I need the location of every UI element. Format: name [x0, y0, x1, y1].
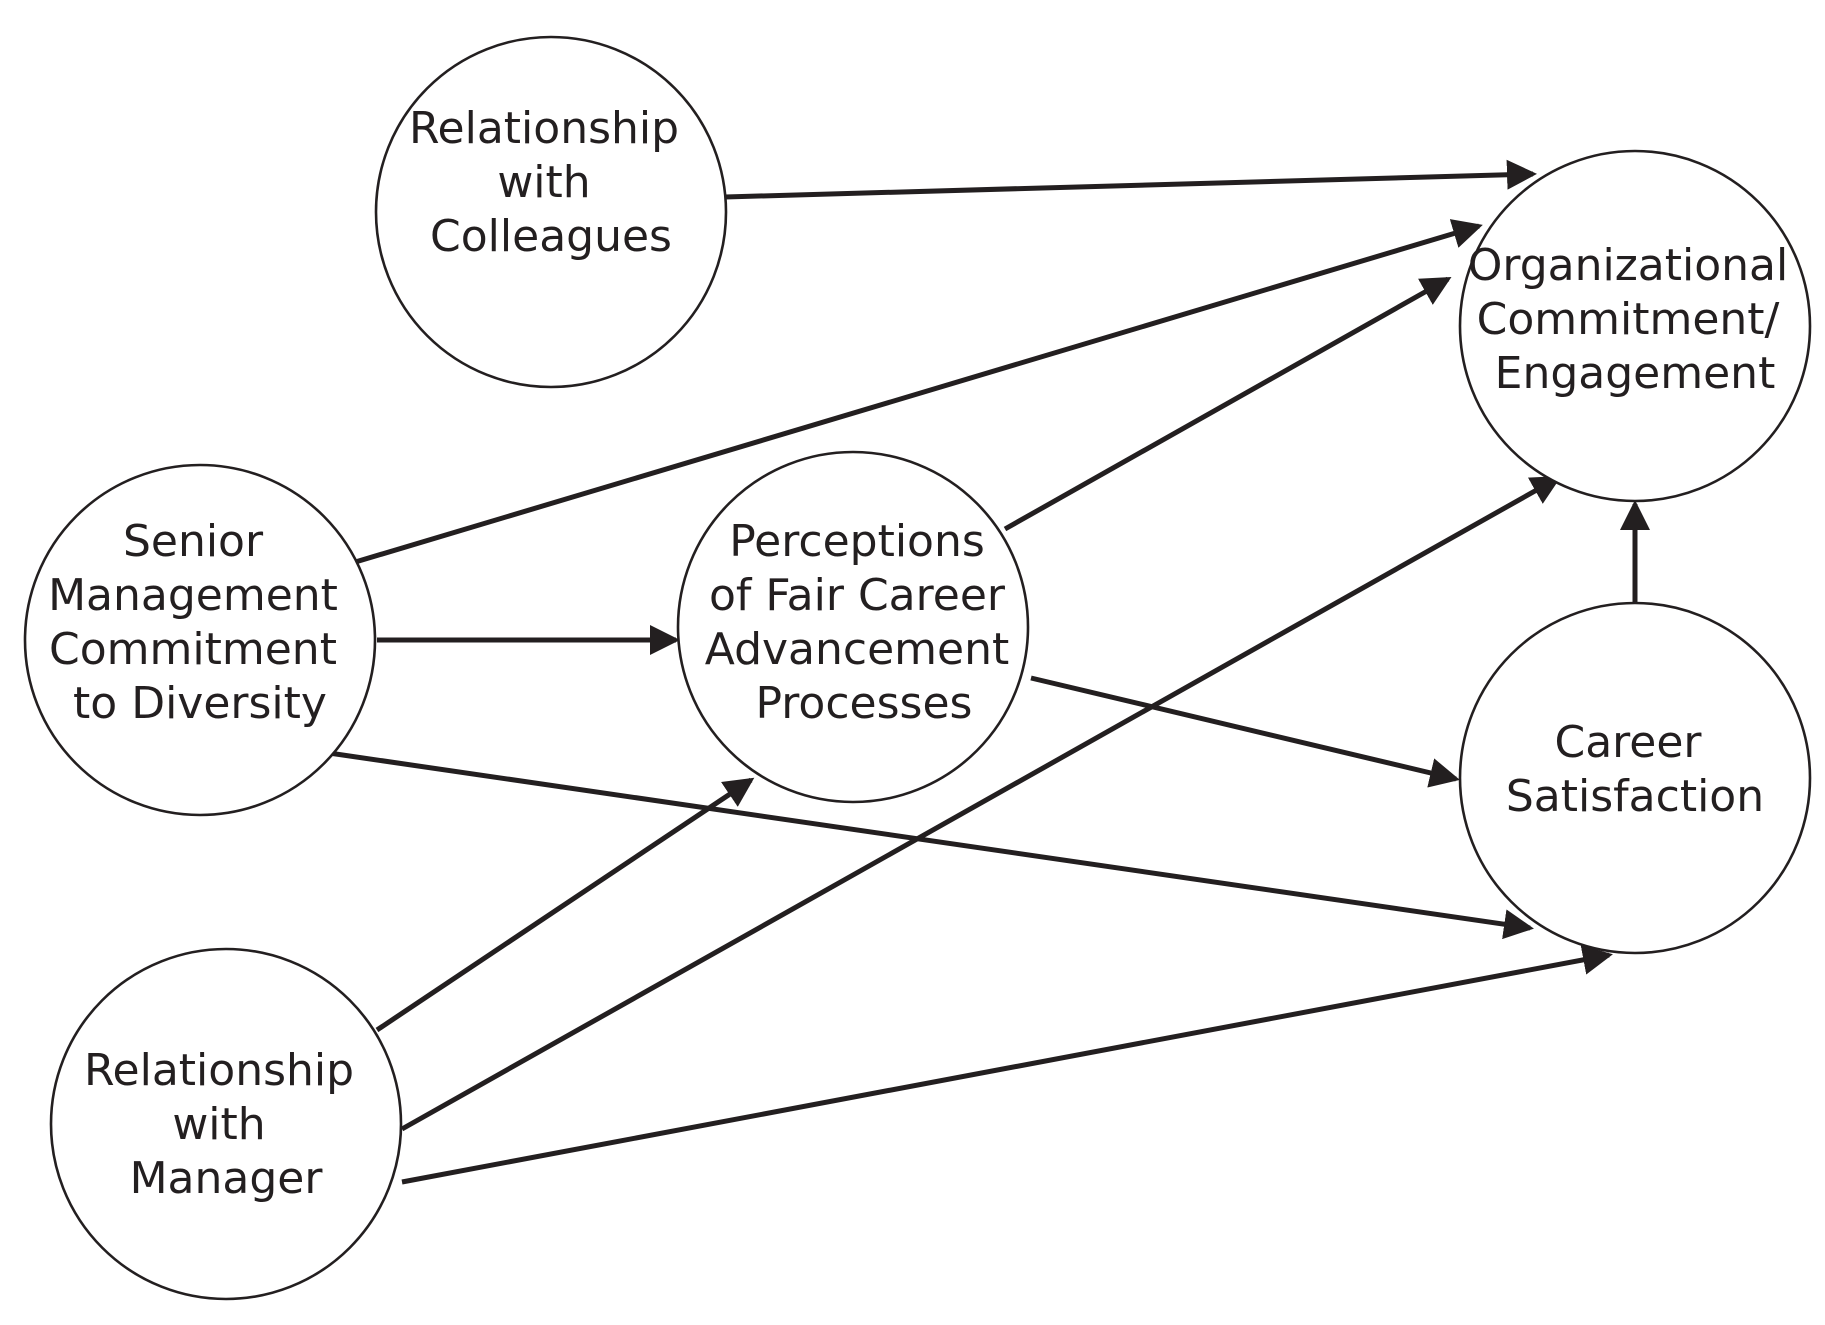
- node-label-line: of Fair Career: [709, 570, 1006, 621]
- node-organizational-commitment: Organizational Commitment/ Engagement: [1458, 149, 1812, 503]
- edge-manager-to-perceptions: [375, 777, 755, 1033]
- node-circle: [49, 947, 403, 1301]
- edge-perceptions-to-org-commitment: [1003, 276, 1452, 532]
- edge-senior-mgmt-to-org-commitment: [351, 219, 1483, 566]
- edge-manager-to-career-satisfaction: [401, 945, 1613, 1185]
- node-label-line: Advancement: [705, 624, 1009, 675]
- node-perceptions-fair-career: Perceptions of Fair Career Advancement P…: [676, 450, 1030, 804]
- node-label-line: Organizational: [1468, 240, 1788, 291]
- node-label: Organizational Commitment/ Engagement: [1468, 240, 1802, 399]
- node-label-line: Relationship: [84, 1045, 354, 1096]
- node-relationship-with-colleagues: Relationship with Colleagues: [374, 35, 728, 389]
- node-label: Senior Management Commitment to Diversit…: [48, 516, 352, 729]
- node-label: Perceptions of Fair Career Advancement P…: [705, 516, 1023, 729]
- node-label-line: Career: [1554, 717, 1702, 768]
- node-label: Career Satisfaction: [1506, 717, 1764, 822]
- node-circle: [676, 450, 1030, 804]
- node-circle: [23, 463, 377, 817]
- node-label-line: with: [497, 157, 590, 208]
- node-label-line: Manager: [130, 1153, 324, 1204]
- node-label-line: Satisfaction: [1506, 771, 1764, 822]
- node-label: Relationship with Colleagues: [409, 103, 693, 262]
- node-label-line: Management: [48, 570, 338, 621]
- node-label-line: Relationship: [409, 103, 679, 154]
- node-relationship-with-manager: Relationship with Manager: [49, 947, 403, 1301]
- node-label-line: to Diversity: [73, 678, 327, 729]
- node-label-line: Senior: [123, 516, 264, 567]
- node-label-line: Colleagues: [430, 211, 672, 262]
- edges-layer: [328, 159, 1650, 1185]
- edge-colleagues-to-org-commitment: [724, 159, 1537, 200]
- node-label-line: with: [172, 1099, 265, 1150]
- node-label: Relationship with Manager: [84, 1045, 368, 1204]
- node-label-line: Perceptions: [729, 516, 985, 567]
- edge-senior-mgmt-to-career-satisfaction: [328, 750, 1534, 940]
- node-circle: [374, 35, 728, 389]
- edge-manager-to-org-commitment: [400, 475, 1562, 1132]
- node-circle: [1458, 601, 1812, 955]
- node-label-line: Commitment: [49, 624, 337, 675]
- node-career-satisfaction: Career Satisfaction: [1458, 601, 1812, 955]
- node-label-line: Engagement: [1495, 348, 1776, 399]
- node-label-line: Commitment/: [1477, 294, 1780, 345]
- node-senior-management-commitment: Senior Management Commitment to Diversit…: [23, 463, 377, 817]
- edge-perceptions-to-career-satisfaction: [1030, 675, 1460, 788]
- node-label-line: Processes: [756, 678, 973, 729]
- node-circle: [1458, 149, 1812, 503]
